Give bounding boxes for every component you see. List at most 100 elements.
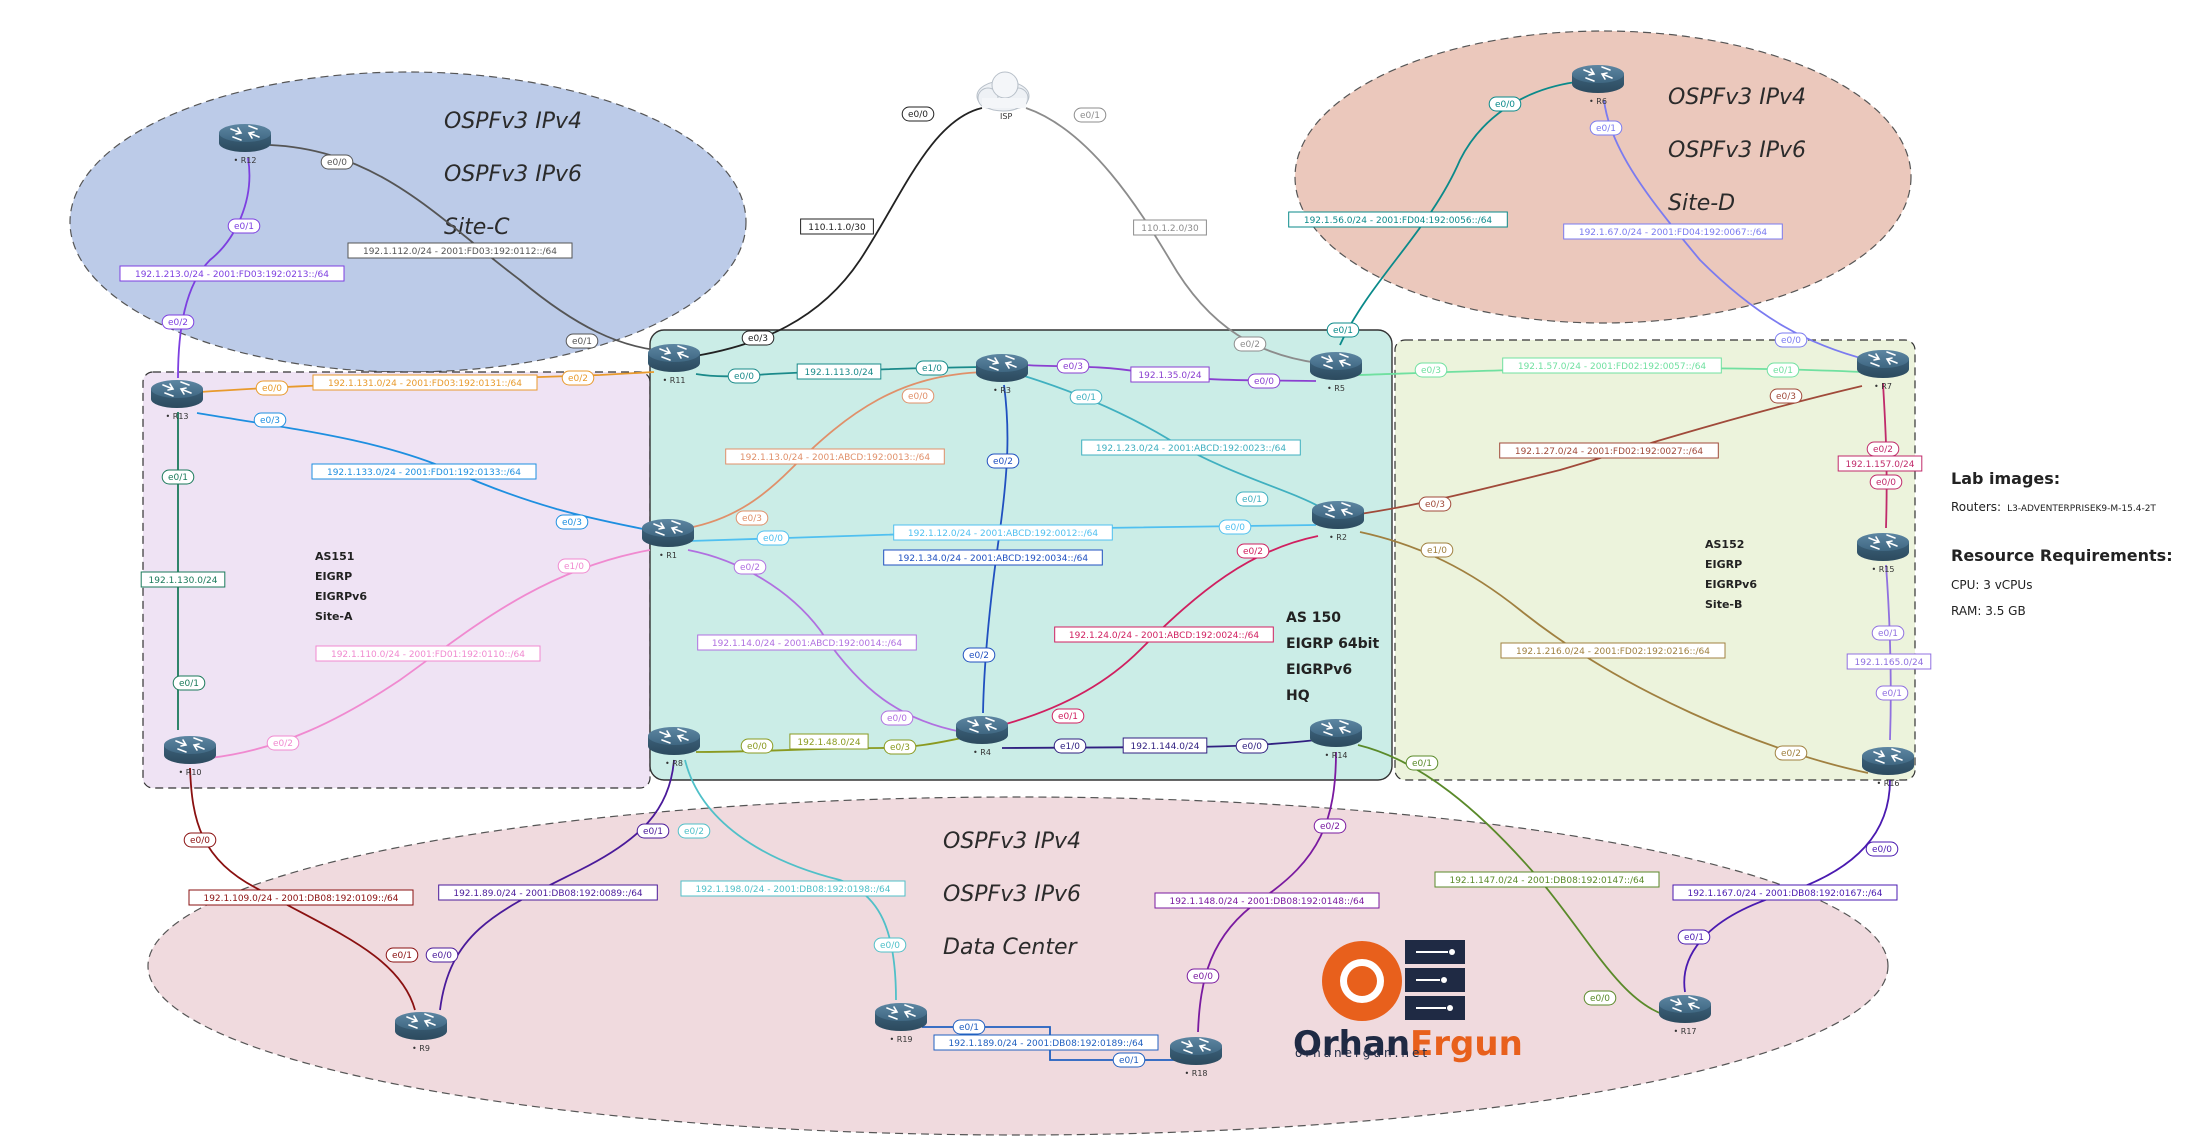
isp-label: ISP — [1000, 112, 1012, 121]
interface-b-r8-r19-text: e0/0 — [880, 941, 900, 951]
interface-b-r10-r9-text: e0/1 — [392, 951, 412, 961]
interface-b-r14-r17: e0/0 — [1583, 990, 1617, 1006]
subnet-label-r4-r14: 192.1.144.0/24 — [1122, 737, 1208, 754]
router-r12[interactable]: • R12 — [219, 124, 271, 165]
resources-title: Resource Requirements: — [1951, 546, 2173, 565]
site-a-name: Site-A — [315, 610, 353, 623]
router-r8[interactable]: • R8 — [648, 727, 700, 768]
router-r9[interactable]: • R9 — [395, 1012, 447, 1053]
router-r15[interactable]: • R15 — [1857, 533, 1909, 574]
link-r8-r9[interactable] — [439, 759, 675, 1011]
interface-b-isp-r11-text: e0/3 — [748, 334, 768, 344]
interface-b-r3-r5: e0/0 — [1247, 373, 1281, 389]
interface-a-r8-r19-text: e0/2 — [684, 827, 704, 837]
router-r13[interactable]: • R13 — [151, 380, 203, 421]
router-r6[interactable]: • R6 — [1572, 65, 1624, 106]
subnet-label-r6-r5: 192.1.56.0/24 - 2001:FD04:192:0056::/64 — [1288, 211, 1508, 228]
link-isp-r5[interactable] — [1025, 107, 1319, 364]
interface-a-r2-r7: e0/3 — [1418, 496, 1452, 512]
interface-b-r1-r3: e0/0 — [901, 388, 935, 404]
router-r16[interactable]: • R16 — [1862, 747, 1914, 788]
router-r10[interactable]: • R10 — [164, 736, 216, 777]
dc-label-2: OSPFv3 IPv6 — [943, 882, 1081, 907]
subnet-text-r14-r18: 192.1.148.0/24 - 2001:DB08:192:0148::/64 — [1169, 897, 1364, 907]
interface-a-r3-r2-text: e0/1 — [1076, 393, 1096, 403]
subnet-text-r13-r11: 192.1.131.0/24 - 2001:FD03:192:0131::/64 — [328, 379, 522, 389]
interface-a-r12-r13: e0/1 — [227, 218, 261, 234]
interface-b-r7-r15: e0/0 — [1869, 474, 1903, 490]
routers-label: Routers:L3-ADVENTERPRISEK9-M-15.4-2T — [1951, 500, 2156, 514]
subnet-label-r11-r3: 192.1.113.0/24 — [796, 363, 882, 380]
router-r5[interactable]: • R5 — [1310, 352, 1362, 393]
subnet-label-r13-r11: 192.1.131.0/24 - 2001:FD03:192:0131::/64 — [312, 374, 538, 391]
router-r4[interactable]: • R4 — [956, 716, 1008, 757]
interface-a-r4-r2: e0/1 — [1051, 708, 1085, 724]
interface-b-r3-r5-text: e0/0 — [1254, 377, 1274, 387]
subnet-text-r12-r11: 192.1.112.0/24 - 2001:FD03:192:0112::/64 — [363, 247, 557, 257]
routers-layer: • R1 • R2 • R3 • R4 • R5 • R6 • R7 • R8 • R9 • R1… — [151, 65, 1914, 1078]
interface-a-r14-r18: e0/2 — [1313, 818, 1347, 834]
router-label-r17: • R17 — [1674, 1027, 1697, 1036]
router-r1[interactable]: • R1 — [642, 519, 694, 560]
link-r6-r5[interactable] — [1339, 81, 1577, 346]
link-r15-r16[interactable] — [1885, 564, 1892, 741]
router-label-r13: • R13 — [166, 412, 189, 421]
router-r7[interactable]: • R7 — [1857, 350, 1909, 391]
subnet-label-r1-r2: 192.1.12.0/24 - 2001:ABCD:192:0012::/64 — [893, 524, 1113, 541]
router-r14[interactable]: • R14 — [1310, 719, 1362, 760]
interface-b-r8-r4: e0/3 — [883, 739, 917, 755]
router-r17[interactable]: • R17 — [1659, 995, 1711, 1036]
router-icon — [1857, 533, 1909, 561]
cloud-icon — [976, 71, 1030, 112]
interface-b-r12-r11-text: e0/1 — [572, 337, 592, 347]
subnet-label-isp-r5: 110.1.2.0/30 — [1133, 219, 1207, 236]
interface-b-r4-r2-text: e0/2 — [1243, 547, 1263, 557]
link-r12-r13[interactable] — [177, 157, 251, 379]
interface-a-r13-r11-text: e0/0 — [262, 384, 282, 394]
interface-a-r13-r1-text: e0/3 — [260, 416, 280, 426]
interface-a-isp-r5: e0/1 — [1073, 107, 1107, 123]
subnet-label-r4-r2: 192.1.24.0/24 - 2001:ABCD:192:0024::/64 — [1054, 626, 1274, 643]
router-icon — [648, 727, 700, 755]
router-r18[interactable]: • R18 — [1170, 1037, 1222, 1078]
router-r3[interactable]: • R3 — [976, 354, 1028, 395]
subnet-text-isp-r5: 110.1.2.0/30 — [1141, 224, 1199, 234]
interface-b-r13-r11-text: e0/2 — [568, 374, 588, 384]
interface-a-r1-r4-text: e0/2 — [740, 563, 760, 573]
subnet-label-r2-r16: 192.1.216.0/24 - 2001:FD02:192:0216::/64 — [1500, 642, 1726, 659]
subnet-text-r1-r3: 192.1.13.0/24 - 2001:ABCD:192:0013::/64 — [740, 453, 930, 463]
router-r11[interactable]: • R11 — [648, 344, 700, 385]
interface-b-r14-r18: e0/0 — [1186, 968, 1220, 984]
router-label-r4: • R4 — [973, 748, 991, 757]
interface-a-r2-r7-text: e0/3 — [1425, 500, 1445, 510]
subnet-label-r19-r18: 192.1.189.0/24 - 2001:DB08:192:0189::/64 — [933, 1034, 1159, 1051]
interface-b-r2-r7-text: e0/3 — [1776, 392, 1796, 402]
router-r19[interactable]: • R19 — [875, 1003, 927, 1044]
site-b-proto1: EIGRP — [1705, 558, 1742, 571]
router-label-r8: • R8 — [665, 759, 683, 768]
router-r2[interactable]: • R2 — [1312, 501, 1364, 542]
site-d-label-1: OSPFv3 IPv4 — [1668, 85, 1806, 110]
interface-b-r6-r5-text: e0/1 — [1333, 326, 1353, 336]
interface-b-r12-r13: e0/2 — [161, 314, 195, 330]
isp-cloud[interactable]: ISP — [976, 71, 1030, 121]
interface-b-r13-r1-text: e0/3 — [562, 518, 582, 528]
subnet-text-r3-r2: 192.1.23.0/24 - 2001:ABCD:192:0023::/64 — [1096, 444, 1286, 454]
router-label-r2: • R2 — [1329, 533, 1347, 542]
router-icon — [1659, 995, 1711, 1023]
interface-b-r5-r7: e0/1 — [1766, 362, 1800, 378]
subnet-text-r2-r7: 192.1.27.0/24 - 2001:FD02:192:0027::/64 — [1515, 447, 1704, 457]
subnet-label-isp-r11: 110.1.1.0/30 — [800, 218, 874, 235]
interface-b-r12-r13-text: e0/2 — [168, 318, 188, 328]
link-r6-r7[interactable] — [1603, 99, 1869, 361]
interface-a-isp-r11-text: e0/0 — [908, 110, 928, 120]
interface-a-isp-r5-text: e0/1 — [1080, 111, 1100, 121]
site-d-label-3: Site-D — [1668, 191, 1735, 216]
interface-a-r3-r4-text: e0/2 — [993, 457, 1013, 467]
dc-label-3: Data Center — [943, 935, 1079, 960]
router-icon — [1857, 350, 1909, 378]
subnet-text-r6-r5: 192.1.56.0/24 - 2001:FD04:192:0056::/64 — [1304, 216, 1493, 226]
interface-a-isp-r11: e0/0 — [901, 106, 935, 122]
interface-b-r1-r4: e0/0 — [880, 710, 914, 726]
logo-word-2: Ergun — [1410, 1024, 1523, 1064]
